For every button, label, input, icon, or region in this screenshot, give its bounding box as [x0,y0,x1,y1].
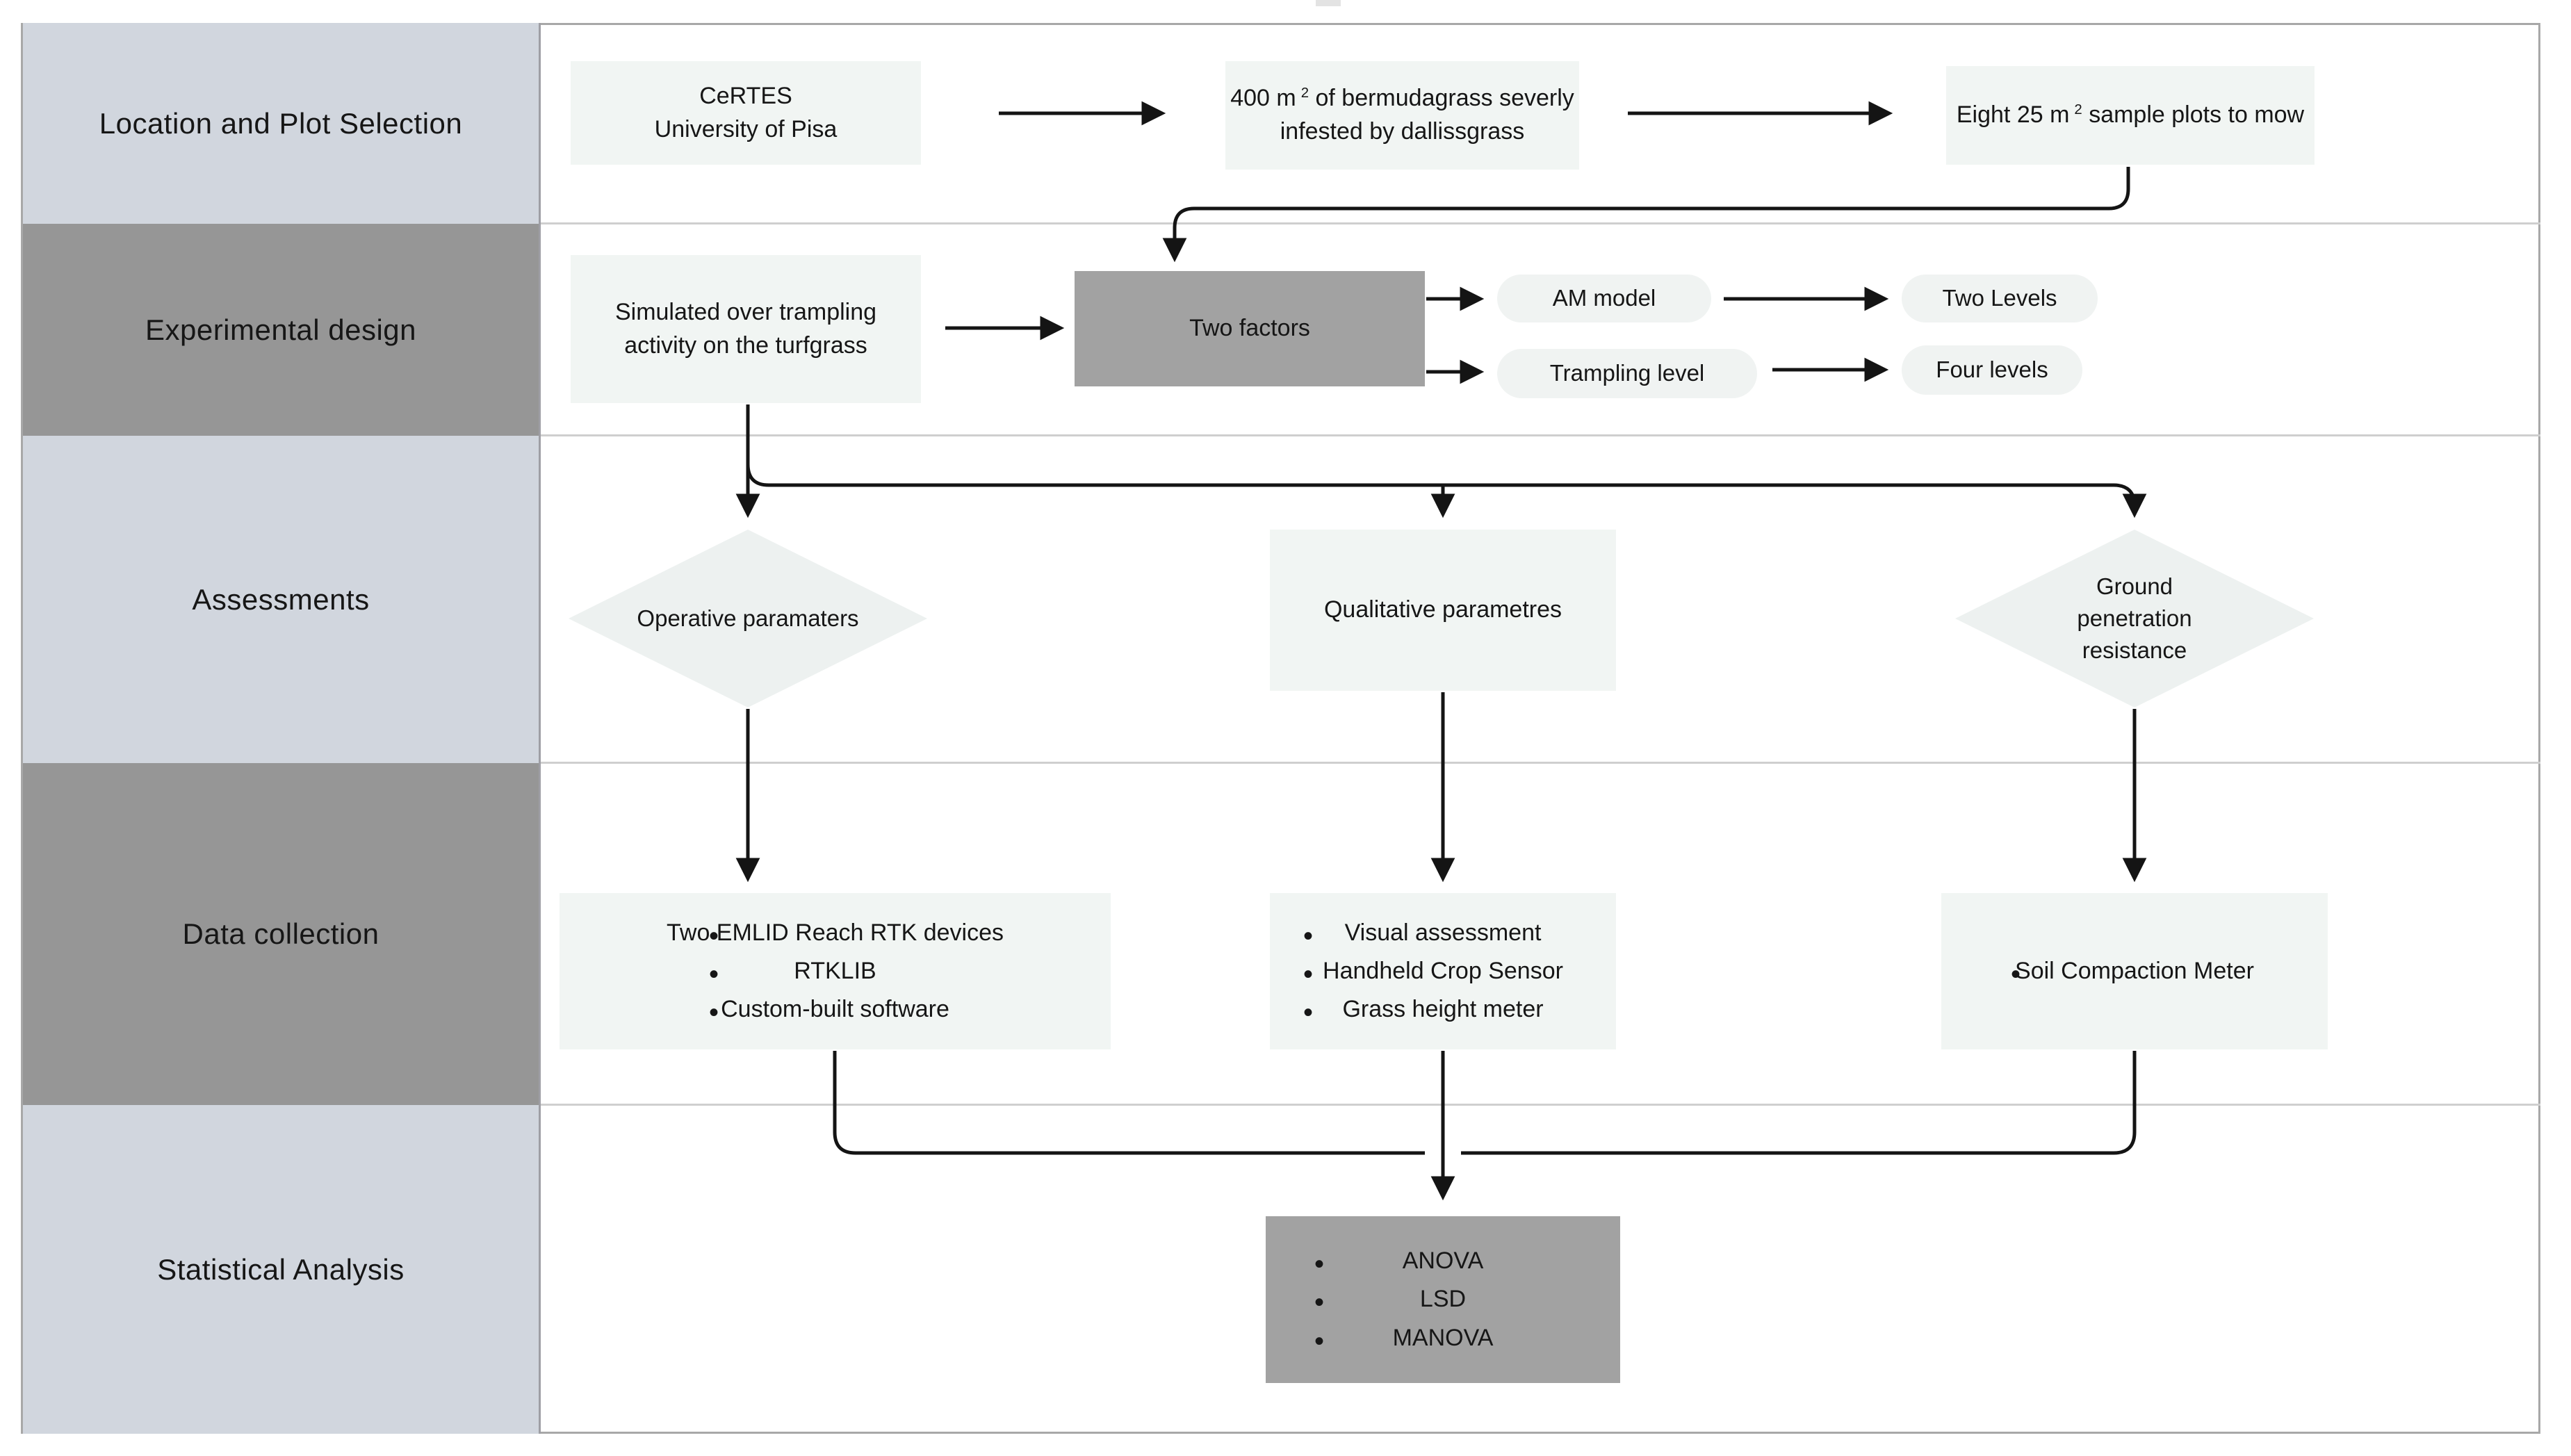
cropped-title-artifact [1316,0,1341,6]
factor-am-model-pill: AM model [1497,275,1711,322]
bullet-item: Custom-built software [560,990,1111,1036]
bermuda-suffix: of bermudagrass severly infested by dall… [1280,85,1574,145]
factor-trampling-text: Trampling level [1549,360,1705,386]
row-label-experimental: Experimental design [23,224,539,436]
label-column-divider [539,23,541,1434]
certes-line1: CeRTES [699,82,792,109]
elbow-plots-to-two-factors [1162,167,2130,263]
bullet-item: MANOVA [1266,1319,1620,1364]
two-factors-text: Two factors [1189,315,1310,342]
distributor-to-ground [746,464,2147,518]
statistical-methods-box: ANOVALSDMANOVA [1266,1216,1620,1383]
factor-am-model-text: AM model [1552,285,1656,311]
row-separator [539,762,2540,764]
two-levels-text: Two Levels [1942,285,2057,311]
operative-tools-box: Two EMLID Reach RTK devicesRTKLIBCustom-… [560,893,1111,1049]
bullet-item: ANOVA [1266,1242,1620,1287]
two-levels-pill: Two Levels [1902,275,2098,322]
ground-tools-box: Soil Compaction Meter [1941,893,2328,1049]
row-label-assessments: Assessments [23,436,539,763]
plots-suffix: sample plots to mow [2082,101,2305,129]
simulated-trampling-box: Simulated over trampling activity on the… [571,255,921,403]
certes-box: CeRTES University of Pisa [571,61,921,165]
row-separator [539,222,2540,224]
certes-line2: University of Pisa [654,115,838,142]
row-separator [539,434,2540,436]
bullet-item: Handheld Crop Sensor [1270,952,1616,997]
statistical-methods-list: ANOVALSDMANOVA [1266,1242,1620,1364]
row-label-location: Location and Plot Selection [23,23,539,224]
row-label-data-collection: Data collection [23,763,539,1105]
bullet-item: Two EMLID Reach RTK devices [560,914,1111,959]
four-levels-text: Four levels [1936,357,2048,383]
row-separator [539,1104,2540,1106]
operative-parameters-text: Operative paramaters [637,605,859,631]
operative-tools-list: Two EMLID Reach RTK devicesRTKLIBCustom-… [560,914,1111,1036]
qualitative-parameters-box: Qualitative parametres [1270,530,1616,691]
ground-penetration-text: Ground penetration resistance [2077,573,2192,664]
qualitative-tools-list: Visual assessmentHandheld Crop SensorGra… [1270,914,1616,1036]
ground-tools-list: Soil Compaction Meter [1941,952,2328,997]
four-levels-pill: Four levels [1902,345,2082,395]
plots-superscript: 2 [2074,101,2082,117]
bermuda-prefix: 400 m [1230,85,1296,112]
merge-left [833,1051,1425,1155]
bermuda-superscript: 2 [1300,85,1309,101]
qualitative-parameters-text: Qualitative parametres [1323,596,1562,623]
merge-right [1461,1051,2137,1155]
certes-text: CeRTES University of Pisa [655,80,838,146]
bullet-item: RTKLIB [560,952,1111,997]
row-label-statistical: Statistical Analysis [23,1105,539,1434]
factor-trampling-pill: Trampling level [1497,349,1757,398]
bullet-item: Soil Compaction Meter [1941,952,2328,997]
bullet-item: Visual assessment [1270,914,1616,959]
bullet-item: LSD [1266,1280,1620,1325]
plots-prefix: Eight 25 m [1956,101,2070,129]
simulated-trampling-text: Simulated over trampling activity on the… [614,298,877,359]
two-factors-box: Two factors [1075,271,1425,386]
bullet-item: Grass height meter [1270,990,1616,1036]
qualitative-tools-box: Visual assessmentHandheld Crop SensorGra… [1270,893,1616,1049]
table-outline [21,23,2540,1434]
